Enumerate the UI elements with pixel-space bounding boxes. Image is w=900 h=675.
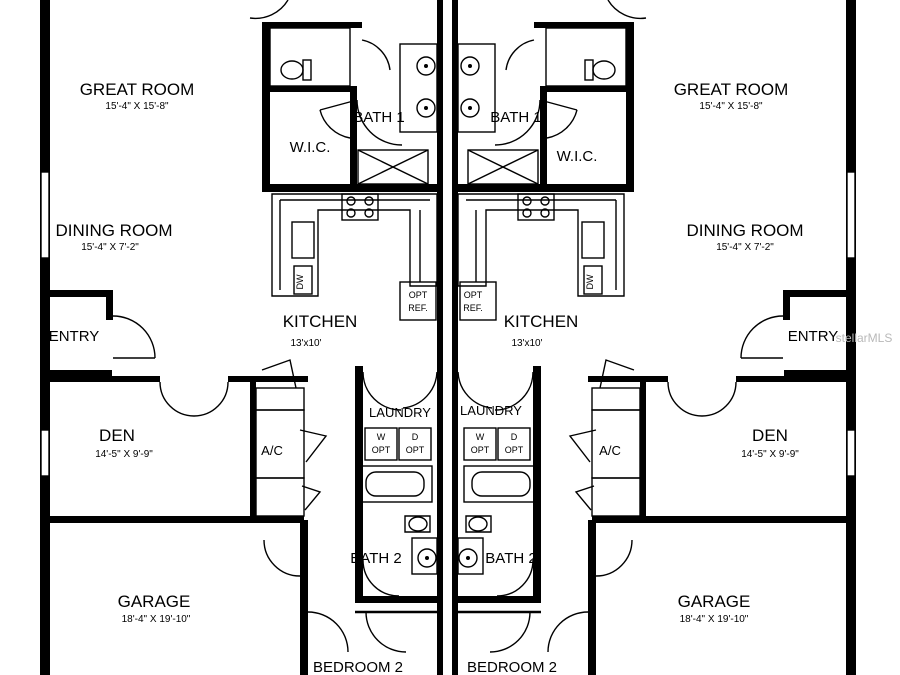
dining-room-left-label: DINING ROOM — [55, 221, 172, 240]
dryer-right-opt: OPT — [505, 445, 524, 455]
den-left-dim: 14'-5" X 9'-9" — [95, 449, 153, 460]
dining-room-left-dim: 15'-4" X 7'-2" — [81, 242, 139, 253]
bedroom2-right-label: BEDROOM 2 — [467, 659, 557, 675]
exterior-wall-left — [40, 0, 50, 675]
entry-left-label: ENTRY — [49, 328, 100, 345]
watermark: stellarMLS — [836, 331, 893, 345]
washer-right-label: W — [476, 432, 485, 442]
dryer-left-label: D — [412, 432, 419, 442]
ac-left-label: A/C — [261, 443, 283, 458]
garage-right-label: GARAGE — [678, 592, 751, 611]
great-room-left-label: GREAT ROOM — [80, 80, 195, 99]
dining-room-right-label: DINING ROOM — [686, 221, 803, 240]
wic-right-label: W.I.C. — [557, 148, 598, 165]
great-room-left-dim: 15'-4" X 15'-8" — [105, 101, 169, 112]
kitchen-right-dim: 13'x10' — [511, 338, 542, 349]
ac-right-label: A/C — [599, 443, 621, 458]
kitchen-right-label: KITCHEN — [504, 312, 579, 331]
opt-ref-right-ref: REF. — [463, 303, 483, 313]
den-right-label: DEN — [752, 426, 788, 445]
washer-left-opt: OPT — [372, 445, 391, 455]
bath2-right-label: BATH 2 — [485, 550, 536, 567]
great-room-right-label: GREAT ROOM — [674, 80, 789, 99]
opt-ref-left-opt: OPT — [409, 290, 428, 300]
dishwasher-right-label: DW — [585, 274, 595, 289]
great-room-right-dim: 15'-4" X 15'-8" — [699, 101, 763, 112]
garage-left-label: GARAGE — [118, 592, 191, 611]
kitchen-left-label: KITCHEN — [283, 312, 358, 331]
bath1-right-label: BATH 1 — [490, 109, 541, 126]
bedroom2-left-label: BEDROOM 2 — [313, 659, 403, 675]
bath1-left-label: BATH 1 — [353, 109, 404, 126]
party-wall-left — [437, 0, 443, 675]
laundry-right-label: LAUNDRY — [460, 403, 522, 418]
garage-right-dim: 18'-4" X 19'-10" — [680, 614, 749, 625]
party-wall-right — [452, 0, 458, 675]
dryer-left-opt: OPT — [406, 445, 425, 455]
bath2-left-label: BATH 2 — [350, 550, 401, 567]
opt-ref-left-ref: REF. — [408, 303, 428, 313]
wic-left-label: W.I.C. — [290, 139, 331, 156]
dining-room-right-dim: 15'-4" X 7'-2" — [716, 242, 774, 253]
dishwasher-left-label: DW — [295, 274, 305, 289]
laundry-left-label: LAUNDRY — [369, 405, 431, 420]
dryer-right-label: D — [511, 432, 518, 442]
kitchen-left-dim: 13'x10' — [290, 338, 321, 349]
opt-ref-right-opt: OPT — [464, 290, 483, 300]
washer-left-label: W — [377, 432, 386, 442]
washer-right-opt: OPT — [471, 445, 490, 455]
den-left-label: DEN — [99, 426, 135, 445]
entry-right-label: ENTRY — [788, 328, 839, 345]
garage-left-dim: 18'-4" X 19'-10" — [122, 614, 191, 625]
exterior-wall-right — [846, 0, 856, 675]
den-right-dim: 14'-5" X 9'-9" — [741, 449, 799, 460]
